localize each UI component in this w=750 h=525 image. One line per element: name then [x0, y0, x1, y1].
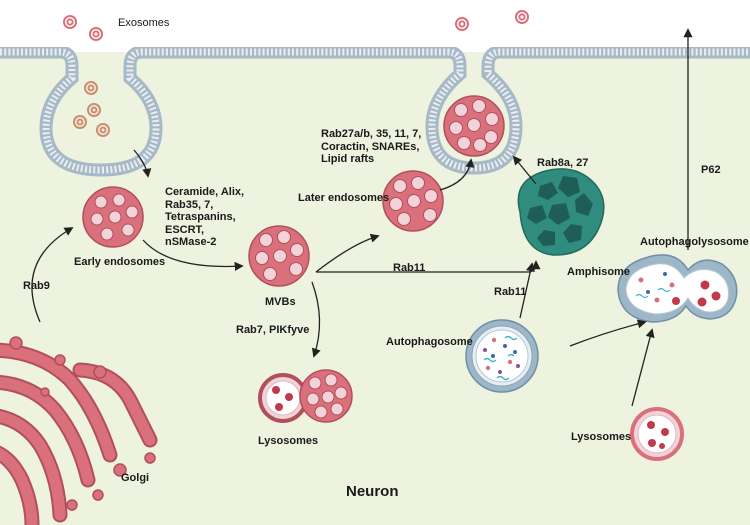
budding-exosomes — [73, 81, 110, 137]
regulator-line: nSMase-2 — [165, 236, 217, 248]
regulator-line: Rab35, 7, — [165, 198, 214, 211]
regulator-line: Lipid rafts — [321, 153, 375, 165]
golgi-label: Golgi — [121, 472, 150, 484]
exosome-vesicles — [63, 10, 529, 41]
autophagolysosome — [617, 254, 738, 323]
golgi-apparatus — [0, 336, 158, 525]
early-endosome — [82, 186, 144, 248]
autophagolysosome-label: Autophagolysosome — [640, 236, 749, 248]
rab8a-label: Rab8a, 27 — [537, 157, 589, 169]
regulator-line: Rab27a/b, 35, 11, 7, — [321, 128, 422, 140]
fusing-mvb — [443, 95, 505, 157]
later-endosome — [382, 170, 444, 232]
lysosomes-left — [258, 369, 353, 423]
regulator-line: Coractin, SNAREs, — [321, 140, 420, 153]
amphisome — [517, 168, 605, 256]
lysosomes-left-label: Lysosomes — [258, 435, 319, 447]
secretion-regulators: Rab27a/b, 35, 11, 7, Coractin, SNAREs, L… — [321, 128, 421, 166]
regulator-line: ESCRT, — [165, 223, 205, 236]
mvbs-label: MVBs — [265, 296, 296, 308]
rab9-label: Rab9 — [23, 280, 50, 292]
rab11-bottom-label: Rab11 — [494, 286, 527, 298]
autophagosome-label: Autophagosome — [386, 336, 473, 348]
autophagosome — [465, 319, 539, 393]
regulator-line: Ceramide, Alix, — [165, 186, 245, 198]
amphisome-label: Amphisome — [567, 266, 630, 278]
mvb — [248, 225, 310, 287]
page-title: Neuron — [346, 483, 399, 500]
later-endosomes-label: Later endosomes — [298, 192, 390, 204]
lysosome-right — [630, 407, 684, 461]
regulator-line: Tetraspanins, — [165, 211, 236, 223]
early-endosomes-label: Early endosomes — [74, 256, 166, 268]
p62-label: P62 — [701, 164, 721, 176]
lysosomes-right-label: Lysosomes — [571, 431, 632, 443]
early-to-mvb-regulators: Ceramide, Alix, Rab35, 7, Tetraspanins, … — [165, 186, 244, 249]
rab7-label: Rab7, PIKfyve — [236, 324, 310, 336]
exosomes-label: Exosomes — [118, 17, 170, 29]
rab11-top-label: Rab11 — [393, 262, 426, 274]
arrows — [31, 28, 693, 407]
plasma-membrane — [0, 40, 750, 177]
